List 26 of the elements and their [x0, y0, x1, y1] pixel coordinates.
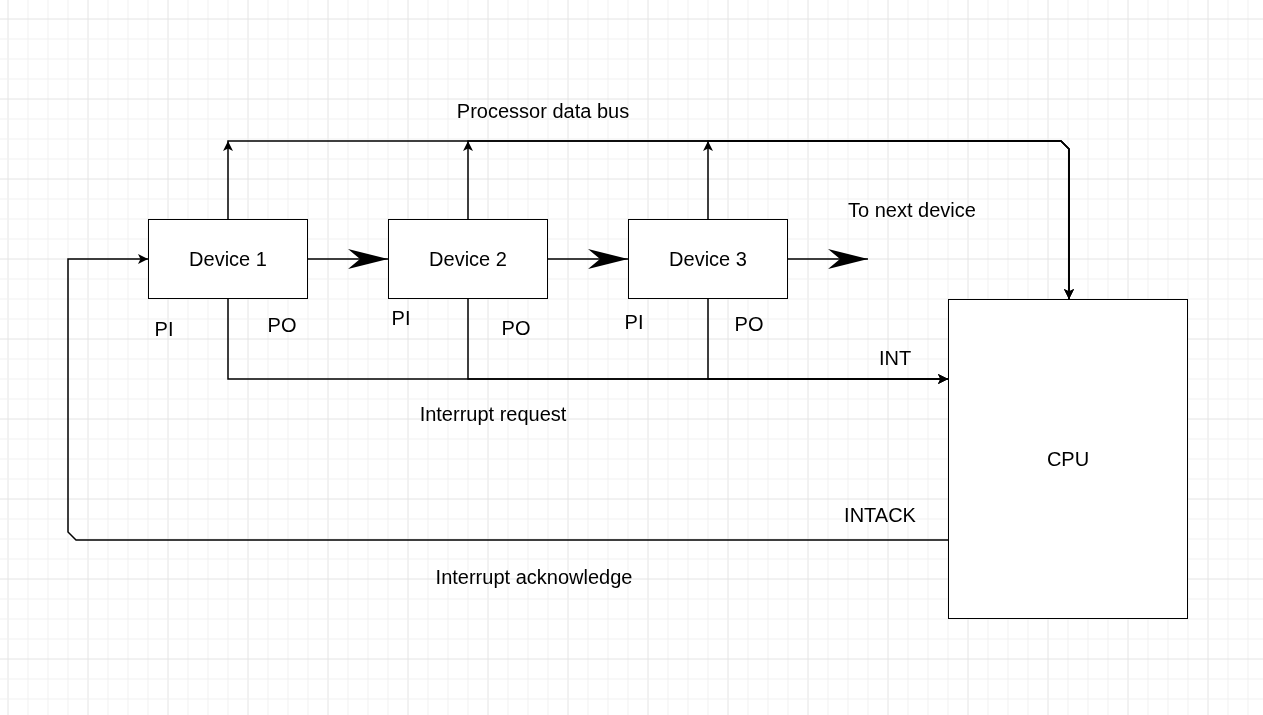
pin-label: PO	[501, 316, 531, 340]
device-box	[148, 219, 308, 299]
device-box	[388, 219, 548, 299]
node-label: CPU	[1046, 447, 1090, 471]
pin-label: PI	[154, 317, 174, 341]
pin-label: PO	[734, 312, 764, 336]
cpu-box	[948, 299, 1188, 619]
chain-arrow	[307, 249, 389, 269]
bus-arrow	[707, 140, 1074, 300]
node-label: Device 2	[429, 247, 507, 271]
edge-label: To next device	[848, 198, 976, 222]
signal-label: INT	[878, 346, 912, 370]
acknowledge-arrow	[67, 254, 949, 541]
chain-arrow	[547, 249, 629, 269]
node-label: Device 3	[669, 247, 747, 271]
device-box	[628, 219, 788, 299]
chain-arrow	[787, 249, 869, 269]
bus-label: Processor data bus	[456, 99, 630, 123]
pin-label: PI	[391, 306, 411, 330]
pin-label: PI	[624, 310, 644, 334]
line-label: Interrupt request	[419, 402, 567, 426]
request-arrow	[707, 298, 949, 384]
signal-label: INTACK	[844, 503, 916, 527]
pin-label: PO	[267, 313, 297, 337]
line-label: Interrupt acknowledge	[435, 565, 633, 589]
node-label: Device 1	[189, 247, 267, 271]
